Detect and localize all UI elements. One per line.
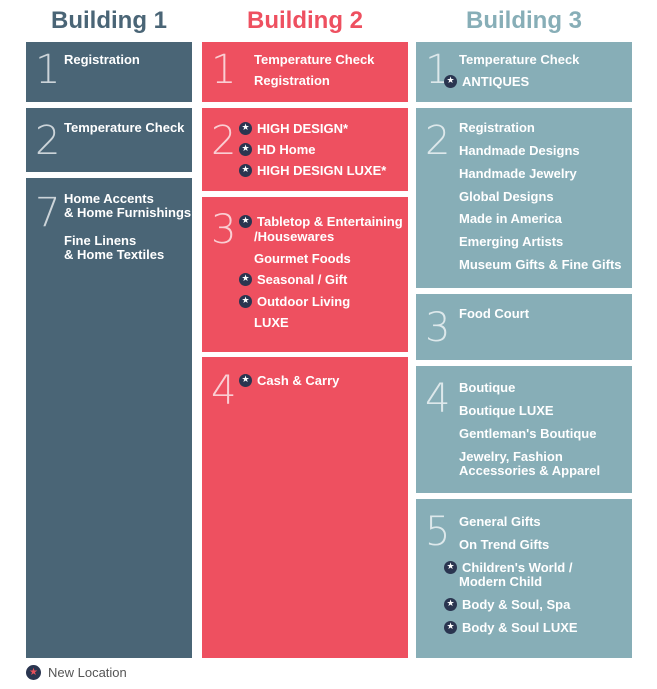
list-item: HIGH DESIGN* [239,122,348,136]
list-item: Jewelry, Fashion [459,449,563,464]
list-item: Boutique LUXE [459,403,554,418]
list-item: General Gifts [459,514,541,529]
b2-floor-4: 4 Cash & Carry [202,357,408,658]
list-item: LUXE [254,315,289,330]
star-icon [239,215,252,228]
list-item: Outdoor Living [239,295,350,309]
b1-floor-7: 7 Home Accents & Home Furnishings Fine L… [26,178,192,658]
floor-number: 2 [35,118,61,164]
list-item: Boutique [459,380,516,395]
floor-number: 7 [35,190,61,236]
list-item: Seasonal / Gift [239,273,347,287]
list-item: Fine Linens [64,233,137,248]
b3-floor-3: 3 Food Court [416,294,632,360]
b3-floor-4: 4 Boutique Boutique LUXE Gentleman's Bou… [416,366,632,493]
b2-floor-1: 1 Temperature Check Registration [202,42,408,102]
list-item: Gentleman's Boutique [459,426,597,441]
list-item: Food Court [459,306,530,321]
list-item: Temperature Check [64,120,185,135]
list-item: & Home Textiles [64,247,165,262]
b2-floor-3: 3 Tabletop & Entertaining /Housewares Go… [202,197,408,352]
star-icon [239,122,252,135]
list-item: Global Designs [459,189,554,204]
b1-floor-1: 1 Registration [26,42,192,102]
building-2-title: Building 2 [247,7,363,34]
list-item: ANTIQUES [444,75,529,89]
list-item: Cash & Carry [239,374,339,388]
b1-floor-2: 2 Temperature Check [26,108,192,172]
star-icon [239,164,252,177]
list-item: Home Accents [64,191,154,206]
floor-number: 5 [425,509,451,555]
floor-number: 3 [211,207,237,253]
list-item: Museum Gifts & Fine Gifts [459,257,622,272]
list-item: Gourmet Foods [254,251,351,266]
list-item: Body & Soul LUXE [444,621,578,635]
list-item: On Trend Gifts [459,537,550,552]
building-3-title: Building 3 [466,7,582,34]
star-icon [239,273,252,286]
floor-number: 2 [211,118,237,164]
b3-floor-2: 2 Registration Handmade Designs Handmade… [416,108,632,288]
star-icon [26,665,41,680]
list-item: Temperature Check [254,52,375,67]
list-item: /Housewares [254,229,335,244]
list-item: & Home Furnishings [64,205,192,220]
list-item: Accessories & Apparel [459,463,601,478]
list-item: HIGH DESIGN LUXE* [239,164,386,178]
list-item: Registration [254,73,330,88]
list-item: HD Home [239,143,316,157]
floor-number: 2 [425,118,451,164]
list-item: Made in America [459,211,562,226]
star-icon [444,621,457,634]
star-icon [444,75,457,88]
star-icon [239,295,252,308]
floor-number: 3 [425,305,451,351]
list-item: Handmade Jewelry [459,166,577,181]
list-item: Registration [64,52,140,67]
floor-number: 4 [425,376,451,422]
list-item: Tabletop & Entertaining [239,215,403,229]
list-item: Emerging Artists [459,234,564,249]
b3-floor-5: 5 General Gifts On Trend Gifts Children'… [416,499,632,658]
star-icon [239,143,252,156]
star-icon [444,561,457,574]
building-1-title: Building 1 [51,7,167,34]
list-item: Handmade Designs [459,143,580,158]
floor-number: 1 [35,47,61,93]
star-icon [239,374,252,387]
list-item: Registration [459,120,535,135]
list-item: Modern Child [459,574,543,589]
list-item: Body & Soul, Spa [444,598,570,612]
floor-number: 1 [211,47,237,93]
star-icon [444,598,457,611]
legend: New Location [26,664,127,681]
list-item: Temperature Check [459,52,580,67]
b3-floor-1: 1 Temperature Check ANTIQUES [416,42,632,102]
list-item: Children's World / [444,561,572,575]
floor-number: 4 [211,368,237,414]
legend-label: New Location [48,665,127,680]
b2-floor-2: 2 HIGH DESIGN* HD Home HIGH DESIGN LUXE* [202,108,408,191]
